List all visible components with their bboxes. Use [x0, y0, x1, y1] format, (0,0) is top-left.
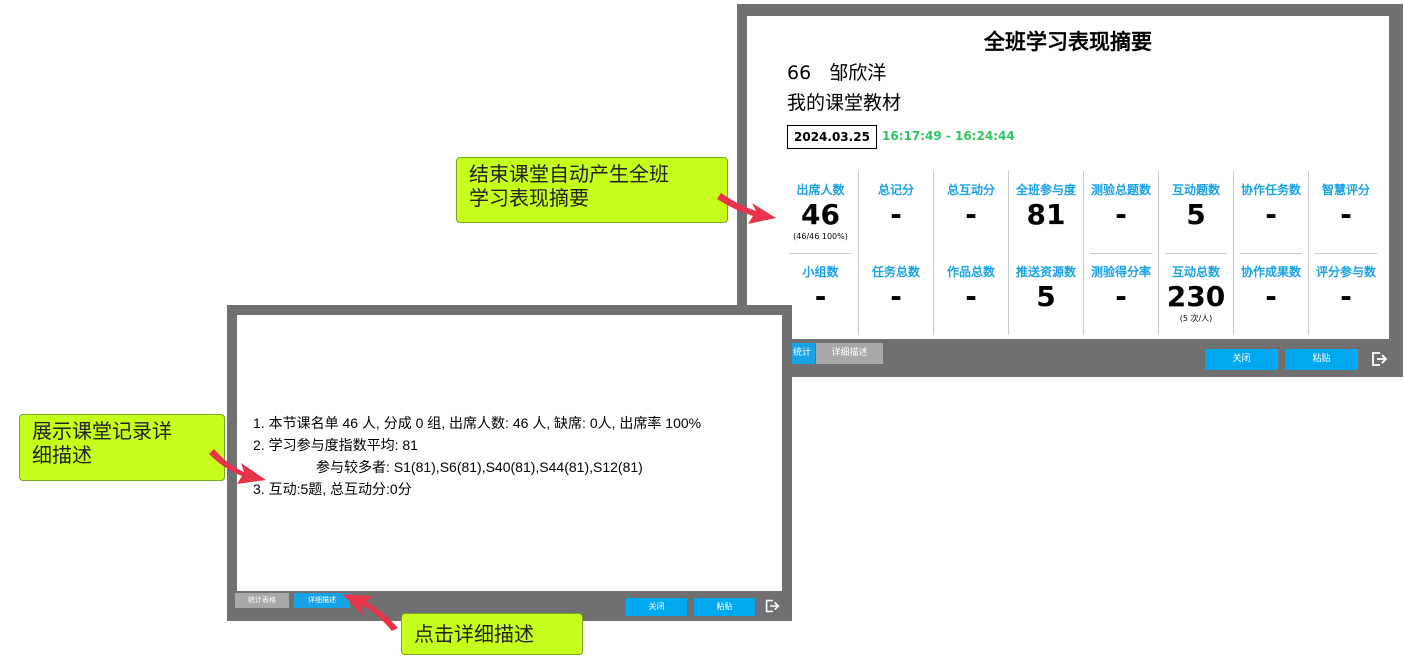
stat-value: - [1340, 198, 1352, 231]
callout-text: 结束课堂自动产生全班 [469, 162, 669, 186]
stat-label: 推送资源数 [1015, 265, 1076, 279]
stat-label: 出席人数 [796, 183, 845, 197]
stat-cell-collab-tasks: 协作任务数 - [1233, 171, 1308, 253]
detail-line-top-participants: 参与较多者: S1(81),S6(81),S40(81),S44(81),S12… [316, 459, 643, 475]
stat-label: 互动题数 [1171, 183, 1220, 197]
stat-sub: (46/46 100%) [793, 232, 848, 241]
stat-cell-smart-rating: 智慧评分 - [1308, 171, 1383, 253]
stat-value: - [965, 198, 977, 231]
stat-cell-interaction-total: 互动总数 230 (5 次/人) [1158, 253, 1233, 335]
detail-footer: 统计表格 详细描述 关闭 粘贴 [227, 591, 792, 621]
close-button[interactable]: 关闭 [626, 598, 687, 616]
stat-value: - [1265, 280, 1277, 313]
student-id: 66 [787, 62, 812, 84]
detail-panel: 1. 本节课名单 46 人, 分成 0 组, 出席人数: 46 人, 缺席: 0… [237, 315, 782, 591]
stat-value: - [1340, 280, 1352, 313]
stat-value: 5 [1186, 198, 1206, 231]
stat-value: 46 [801, 198, 840, 231]
stat-cell-rating-participants: 评分参与数 - [1308, 253, 1383, 335]
stats-grid: 出席人数 46 (46/46 100%) 总记分 - 总互动分 - 全班参与度 … [783, 171, 1383, 335]
callout-text: 学习表现摘要 [469, 186, 589, 210]
tab-stats-table[interactable]: 统计表格 [235, 593, 289, 608]
tab-detail-description[interactable]: 详细描述 [294, 593, 350, 608]
stat-cell-pushed-resources: 推送资源数 5 [1008, 253, 1083, 335]
callout-detail: 展示课堂记录详 细描述 [19, 414, 225, 481]
stat-cell-groups: 小组数 - [783, 253, 858, 335]
exit-icon[interactable] [1369, 349, 1389, 369]
stat-cell-works-total: 作品总数 - [933, 253, 1008, 335]
exit-icon[interactable] [763, 597, 781, 615]
summary-panel: 全班学习表现摘要 66 邹欣洋 我的课堂教材 2024.03.25 16:17:4… [747, 16, 1389, 339]
close-button[interactable]: 关闭 [1205, 349, 1278, 370]
stat-label: 总记分 [877, 183, 914, 197]
callout-text: 点击详细描述 [414, 622, 534, 646]
material-title: 我的课堂教材 [787, 92, 902, 114]
stat-label: 智慧评分 [1321, 183, 1370, 197]
detail-line-participation: 2. 学习参与度指数平均: 81 [253, 437, 418, 453]
student-name: 邹欣洋 [829, 62, 887, 84]
stat-cell-interaction-questions: 互动题数 5 [1158, 171, 1233, 253]
stat-value: 230 [1166, 280, 1226, 313]
stat-value: 81 [1026, 198, 1066, 231]
tab-detail-description[interactable]: 详细描述 [816, 343, 883, 364]
stat-cell-interaction-score: 总互动分 - [933, 171, 1008, 253]
stat-label: 任务总数 [871, 265, 920, 279]
lesson-time-range: 16:17:49 - 16:24:44 [882, 129, 1015, 143]
stat-cell-attendance: 出席人数 46 (46/46 100%) [783, 171, 858, 253]
callout-text: 展示课堂记录详 [32, 419, 172, 443]
paste-button[interactable]: 粘贴 [1285, 349, 1358, 370]
stat-value: - [1115, 280, 1127, 313]
callout-summary: 结束课堂自动产生全班 学习表现摘要 [456, 157, 728, 223]
stat-label: 作品总数 [946, 265, 995, 279]
stat-label: 评分参与数 [1315, 265, 1376, 279]
summary-footer: 统计表格 详细描述 关闭 粘贴 [737, 339, 1403, 377]
stat-label: 全班参与度 [1015, 183, 1076, 197]
detail-line-interaction: 3. 互动:5题, 总互动分:0分 [253, 481, 412, 497]
stat-value: - [814, 280, 827, 313]
stat-label: 测验得分率 [1090, 265, 1151, 279]
stat-value: - [1265, 198, 1277, 231]
paste-button[interactable]: 粘贴 [694, 598, 755, 616]
stat-label: 互动总数 [1171, 265, 1220, 279]
stat-label: 总互动分 [946, 183, 995, 197]
tab-stats-table[interactable]: 统计表格 [787, 343, 815, 364]
stat-value: - [965, 280, 977, 313]
stat-value: - [890, 198, 902, 231]
stat-label: 协作任务数 [1240, 183, 1301, 197]
callout-text: 细描述 [32, 443, 92, 467]
stat-cell-participation: 全班参与度 81 [1008, 171, 1083, 253]
stat-label: 协作成果数 [1240, 265, 1301, 279]
lesson-date: 2024.03.25 [787, 125, 877, 149]
summary-window: 全班学习表现摘要 66 邹欣洋 我的课堂教材 2024.03.25 16:17:4… [737, 4, 1403, 377]
callout-click-detail: 点击详细描述 [401, 613, 583, 655]
student-info: 66 邹欣洋 [787, 58, 886, 85]
stat-label: 测验总题数 [1090, 183, 1151, 197]
detail-line-roster: 1. 本节课名单 46 人, 分成 0 组, 出席人数: 46 人, 缺席: 0… [253, 415, 702, 431]
stat-value: - [1115, 198, 1127, 231]
stat-cell-quiz-total: 测验总题数 - [1083, 171, 1158, 253]
detail-text: 1. 本节课名单 46 人, 分成 0 组, 出席人数: 46 人, 缺席: 0… [253, 412, 701, 500]
stat-sub: (5 次/人) [1179, 314, 1213, 323]
stat-cell-quiz-score-rate: 测验得分率 - [1083, 253, 1158, 335]
summary-title: 全班学习表现摘要 [984, 30, 1152, 54]
stat-cell-collab-results: 协作成果数 - [1233, 253, 1308, 335]
stat-value: - [890, 280, 902, 313]
stat-value: 5 [1036, 280, 1056, 313]
stat-cell-total-score: 总记分 - [858, 171, 933, 253]
stat-cell-task-total: 任务总数 - [858, 253, 933, 335]
stat-label: 小组数 [802, 265, 839, 279]
detail-window: 1. 本节课名单 46 人, 分成 0 组, 出席人数: 46 人, 缺席: 0… [227, 305, 792, 621]
